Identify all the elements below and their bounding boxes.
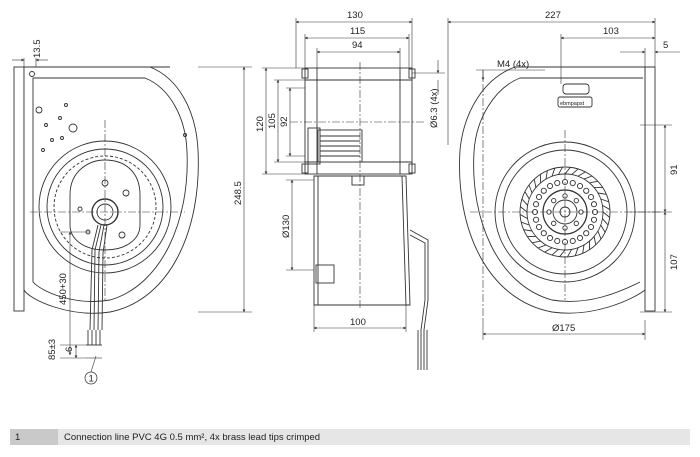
impeller-blade — [537, 244, 547, 249]
impeller-blade — [521, 221, 530, 226]
impeller-blade — [551, 168, 556, 177]
dim-130: 130 — [347, 10, 363, 21]
legend-number: 1 — [10, 429, 58, 445]
dim-248-5: 248.5 — [233, 181, 244, 205]
hub-hole — [546, 234, 554, 242]
hub-hole — [540, 230, 547, 237]
impeller-blade — [520, 206, 528, 213]
dim-lead-length: 85±3 — [47, 339, 58, 360]
hub-hole — [569, 179, 576, 187]
hub-hole — [554, 179, 561, 187]
impeller-blade — [524, 191, 530, 200]
impeller-blade — [567, 249, 572, 258]
impeller-blade — [521, 198, 528, 206]
dim-cable-length: 450+30 — [58, 273, 69, 305]
dim-strip-length: 6 — [64, 347, 75, 352]
dim-hole-6-3: Ø6.3 (4x) — [429, 88, 440, 128]
dim-100: 100 — [350, 317, 366, 328]
impeller-blade — [583, 175, 593, 180]
dim-105: 105 — [267, 113, 278, 129]
impeller-blade — [523, 229, 533, 232]
hub-hole — [590, 201, 598, 208]
hub-hole — [576, 182, 584, 190]
impeller-blade — [602, 205, 611, 210]
impeller-blade — [519, 214, 528, 219]
hub-hole — [554, 237, 561, 245]
dim-92: 92 — [279, 116, 290, 127]
left-view-dimensions — [12, 58, 252, 385]
dim-dia-130: Ø130 — [281, 215, 292, 238]
impeller-blade — [600, 224, 606, 233]
dim-91: 91 — [669, 164, 680, 175]
hub-hole — [535, 223, 543, 231]
impeller-blade — [558, 166, 563, 175]
impeller-blade — [551, 249, 559, 256]
impeller-blade — [533, 179, 537, 188]
hub-hole — [532, 201, 540, 208]
hub-hole — [569, 237, 576, 245]
hub-bolt — [573, 198, 579, 204]
right-view-dimensions — [447, 18, 680, 340]
impeller-blade — [602, 211, 610, 218]
impeller-blade — [602, 218, 609, 226]
impeller-blade — [582, 244, 585, 254]
middle-view — [290, 62, 429, 370]
impeller-blade — [597, 230, 602, 240]
dim-94: 94 — [352, 40, 363, 51]
impeller-blade — [532, 240, 541, 244]
hub-hole — [576, 234, 584, 242]
right-view — [459, 66, 660, 320]
impeller-blade — [574, 247, 579, 256]
brand-label: ebmpapst — [560, 101, 585, 107]
hub-hole — [590, 216, 598, 223]
impeller-blade — [600, 198, 609, 203]
hub-hole — [587, 223, 595, 231]
hub-hole — [583, 187, 590, 194]
impeller-blade — [577, 171, 586, 177]
dim-dia-175: Ø175 — [552, 323, 575, 334]
impeller-blade — [571, 168, 579, 175]
impeller-blade — [593, 236, 597, 245]
impeller-blade — [589, 180, 598, 184]
dim-103: 103 — [603, 26, 619, 37]
impeller-blade — [559, 249, 566, 257]
hub-bolt — [573, 220, 579, 226]
hub-hole — [546, 182, 554, 190]
impeller-blade — [544, 247, 553, 253]
callout-1: 1 — [89, 374, 94, 385]
impeller-blades — [519, 166, 611, 258]
hub-holes — [531, 178, 599, 246]
legend-row: 1 Connection line PVC 4G 0.5 mm², 4x bra… — [10, 429, 690, 445]
hub-bolt — [551, 220, 557, 226]
hub-hole — [540, 187, 547, 194]
impeller-blade — [564, 167, 571, 175]
impeller-blade — [545, 170, 548, 180]
middle-view-dimensions — [262, 18, 445, 332]
dim-115: 115 — [350, 26, 365, 37]
dim-107: 107 — [669, 254, 680, 270]
impeller-blade — [597, 192, 607, 195]
impeller-blade — [528, 184, 533, 194]
legend-text: Connection line PVC 4G 0.5 mm², 4x brass… — [64, 431, 321, 443]
dim-227: 227 — [545, 10, 561, 21]
hub-bolt — [551, 198, 557, 204]
dim-13-5: 13.5 — [32, 40, 43, 59]
dim-5: 5 — [663, 40, 668, 51]
hub-hole — [535, 193, 543, 201]
dim-m4-thread: M4 (4x) — [497, 59, 529, 70]
hub-hole — [587, 193, 595, 201]
hub-hole — [583, 230, 590, 237]
dim-120: 120 — [255, 116, 266, 132]
left-view — [13, 66, 199, 359]
hub-hole — [532, 216, 540, 223]
